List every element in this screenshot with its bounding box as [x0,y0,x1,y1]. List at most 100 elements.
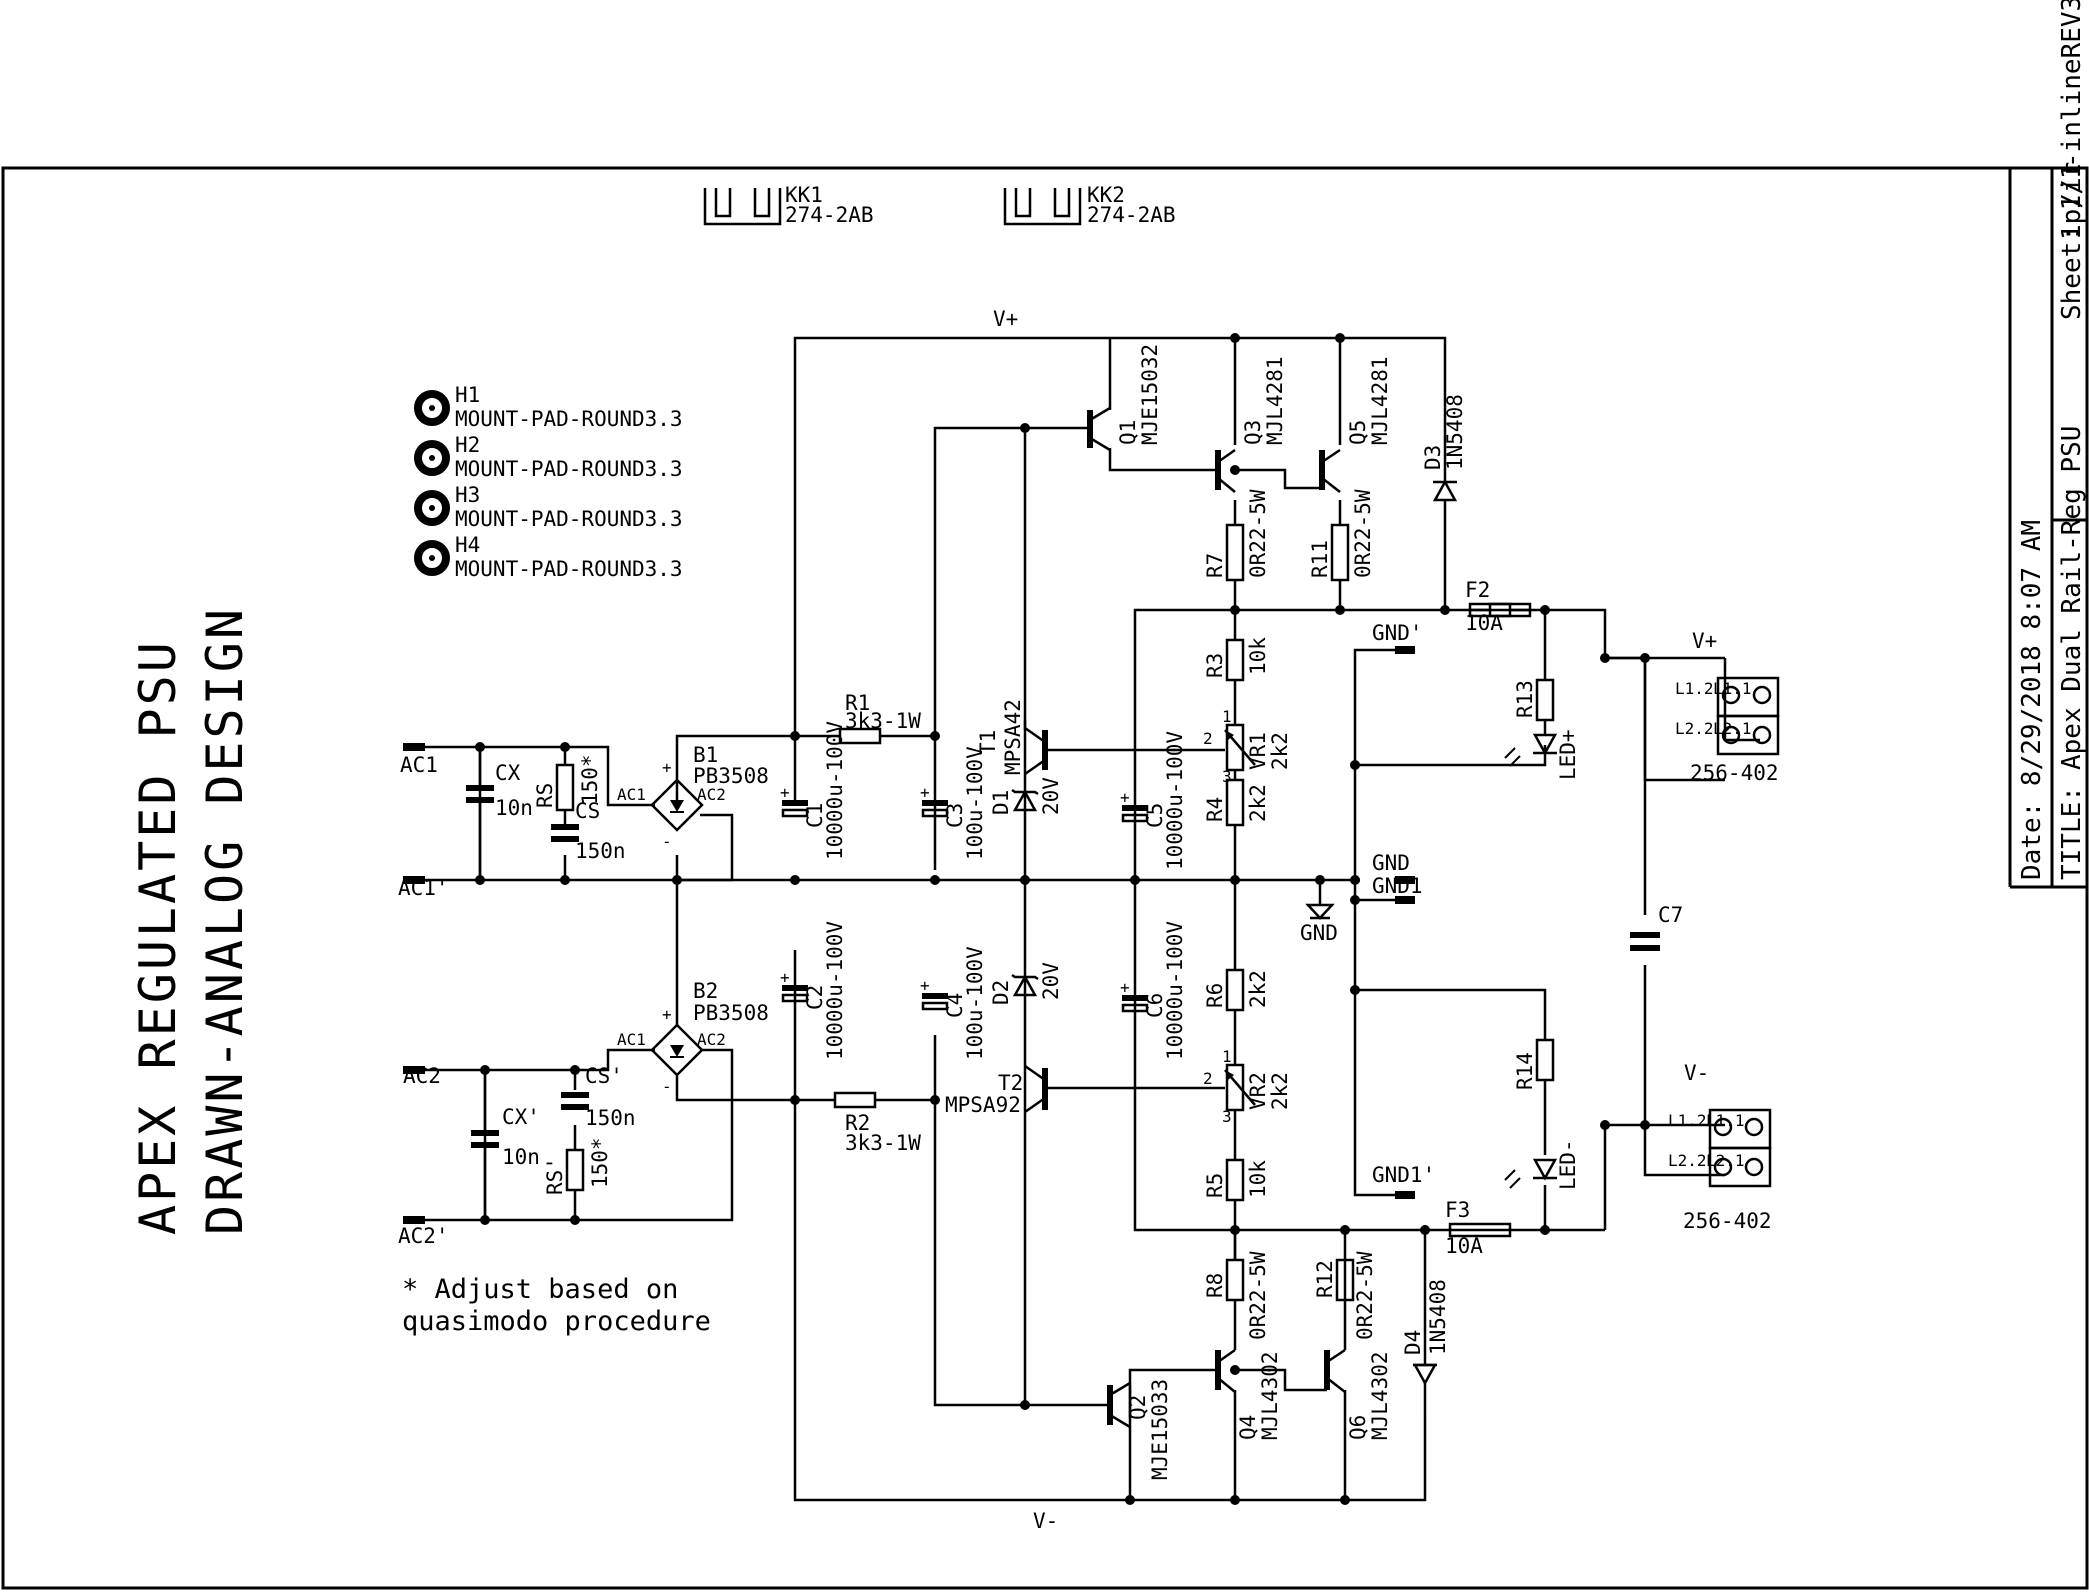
b2-label: B2 [693,979,718,1003]
r14-label: R14 [1513,1052,1537,1090]
drawing-frame [1,166,2089,1590]
kk2-name: KK2 [1087,183,1125,207]
c2-label: C2 [803,985,827,1010]
ledp-label: LED+ [1556,729,1580,780]
d2-label: D2 [989,980,1013,1005]
q2-value: MJE15033 [1148,1379,1172,1480]
vr2-value: 2k2 [1268,1072,1292,1110]
r11-label: R11 [1308,540,1332,578]
c1-value: 10000u-100V [823,721,847,860]
d1-value: 20V [1039,777,1063,815]
rsp-value: 150* [588,1137,612,1188]
kk1-name: KK1 [785,183,823,207]
cx-value: 10n [495,796,533,820]
vplus-label: V+ [993,307,1018,331]
cap-c5: + C5 10000u-100V [1120,731,1187,870]
b1-plus: + [662,758,672,777]
heading-line2: DRAWN-ANALOG DESIGN [196,606,254,1235]
h3-name: H3 [455,483,480,507]
resistor-r13: R13 [1513,678,1555,722]
vr1-pin3: 3 [1222,767,1232,786]
r12-value: 0R22-5W [1353,1251,1377,1340]
fuse-f2: F2 10A [1465,578,1532,635]
d4-value: 1N5408 [1426,1279,1450,1355]
gnd-symbol-label: GND [1300,921,1338,945]
c5-label: C5 [1143,803,1167,828]
transistor-t1: T1 MPSA42 [976,699,1048,776]
resistor-r5: R5 10k [1203,1158,1270,1202]
vr2-pin1: 1 [1222,1047,1232,1066]
filename-extra-text: 1p/ir [2057,162,2087,240]
filename-text: -inlineREV3 [2057,0,2087,168]
resistor-r8: R8 0R22-5W [1203,1251,1270,1340]
cap-c1: + C1 10000u-100V [780,721,847,860]
l21-bot: L2.1 [1706,1151,1745,1170]
d3-label: D3 [1421,445,1445,470]
cxp-value: 10n [502,1145,540,1169]
r4-label: R4 [1203,797,1227,822]
r4-value: 2k2 [1246,784,1270,822]
pot-vr2: 1 2 3 VR2 2k2 [1203,1047,1292,1126]
l12-top: L1.2 [1675,679,1714,698]
svg-text:+: + [920,783,930,802]
r5-value: 10k [1246,1160,1270,1198]
q1-value: MJE15032 [1138,344,1162,445]
l21-top: L2.1 [1713,719,1752,738]
transistor-q3: Q3 MJL4281 [1200,356,1287,493]
fuse-f3: F3 10A [1445,1198,1512,1258]
q1-label: Q1 [1116,420,1140,445]
resistor-r12: R12 0R22-5W [1313,1251,1377,1340]
resistor-r3: R3 10k [1203,637,1270,682]
q4-value: MJL4302 [1258,1351,1282,1440]
r1-label: R1 [845,691,870,715]
gnd1p-label: GND1' [1372,1163,1435,1187]
heatsink-kk1: KK1 274-2AB [703,183,874,227]
ac2-label: AC2 [403,1064,441,1088]
t2-value: MPSA92 [945,1093,1021,1117]
bridge-b1: + - AC1 AC2 B1 PB3508 [617,743,769,851]
q2-label: Q2 [1126,1395,1150,1420]
resistor-r14: R14 [1513,1038,1555,1090]
diode-d3: D3 1N5408 [1421,394,1467,502]
svg-text:+: + [1120,978,1130,997]
q4-label: Q4 [1236,1415,1260,1440]
date-text: Date: 8/29/2018 8:07 AM [2017,520,2047,880]
b1-value: PB3508 [693,764,769,788]
b2-minus: - [662,1077,672,1096]
led-plus: LED+ [1504,729,1580,780]
q3-label: Q3 [1241,420,1265,445]
f3-label: F3 [1445,1198,1470,1222]
rsp-label: RS' [543,1157,567,1195]
ac-terminals: AC1 AC1' AC2 AC2' [398,743,449,1248]
rs-value: 150* [578,754,602,805]
mount-pad-h2: H2 MOUNT-PAD-ROUND3.3 [414,433,683,481]
t1-label: T1 [976,730,1000,755]
transistor-q6: Q6 MJL4302 [1305,1348,1392,1440]
svg-text:+: + [780,783,790,802]
r13-label: R13 [1513,680,1537,718]
cs-label: CS [575,799,600,823]
r5-label: R5 [1203,1173,1227,1198]
h4-name: H4 [455,533,480,557]
cxp-label: CX' [502,1105,540,1129]
ledm-label: LED- [1556,1139,1580,1190]
mount-pad-h1: H1 MOUNT-PAD-ROUND3.3 [414,383,683,431]
mount-pads: H1 MOUNT-PAD-ROUND3.3 H2 MOUNT-PAD-ROUND… [414,383,683,581]
kk2-value: 274-2AB [1087,203,1176,227]
title-label: TITLE: [2057,786,2087,880]
r3-value: 10k [1246,637,1270,675]
vr2-pin3: 3 [1222,1107,1232,1126]
title-value: Apex Dual Rail-Reg PSU [2057,426,2087,770]
t2-label: T2 [998,1071,1023,1095]
gndp-label: GND' [1372,621,1423,645]
r8-label: R8 [1203,1273,1227,1298]
h4-value: MOUNT-PAD-ROUND3.3 [455,557,683,581]
b2-ac1: AC1 [617,1030,646,1049]
vr2-pin2: 2 [1203,1069,1213,1088]
l12-bot: L1.2 [1668,1111,1707,1130]
cap-c4: + C4 100u-100V [920,946,987,1060]
l22-bot: L2.2 [1668,1151,1707,1170]
f2-value: 10A [1465,611,1503,635]
csp-value: 150n [585,1106,636,1130]
